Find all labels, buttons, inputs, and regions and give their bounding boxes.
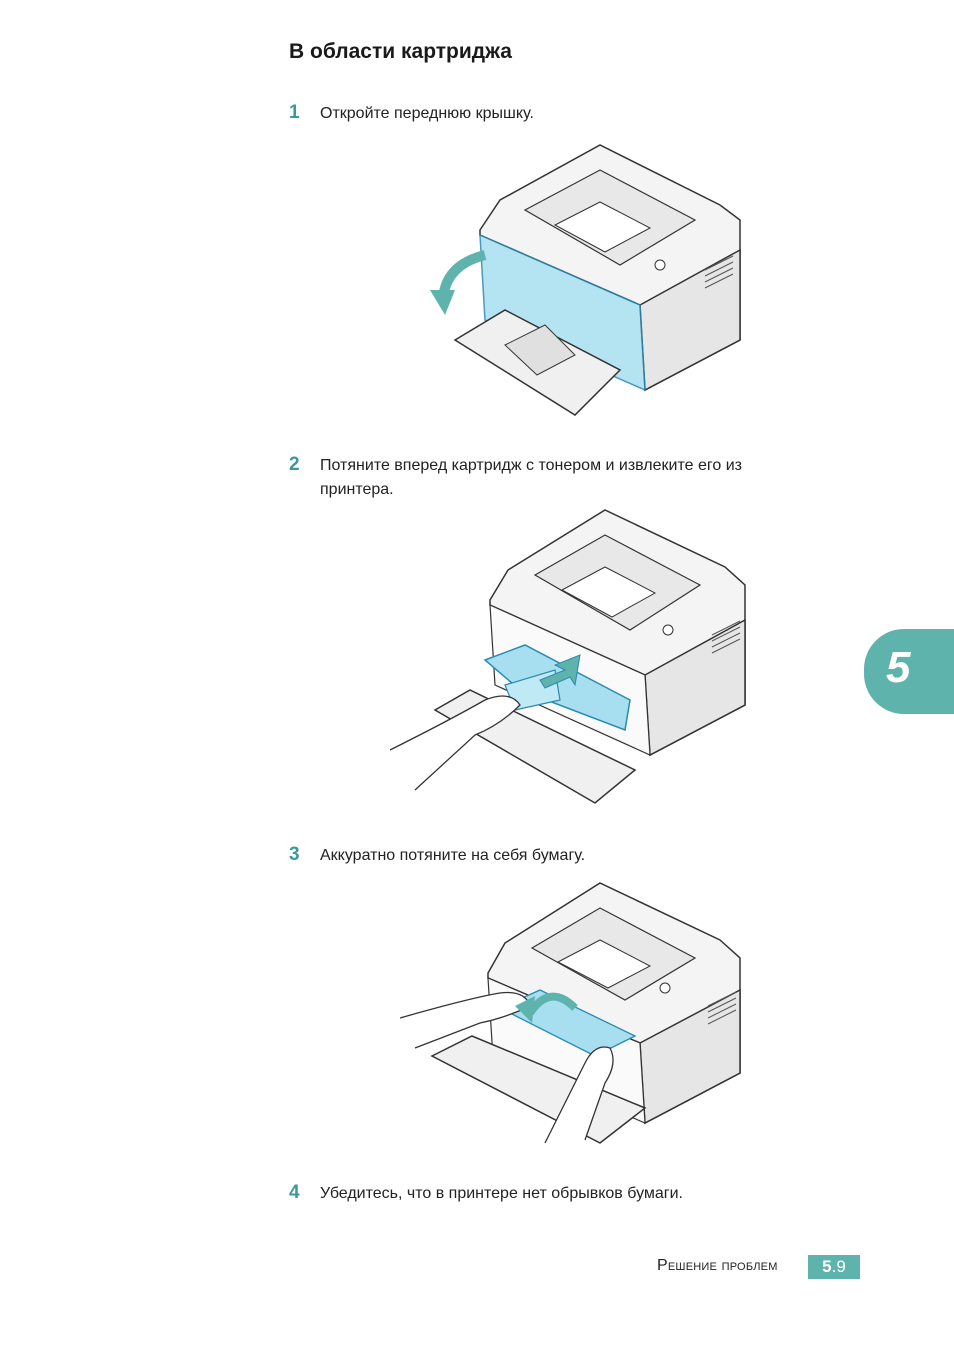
- step-text-1: Откройте переднюю крышку.: [320, 105, 534, 122]
- chapter-tab-number: 5: [886, 643, 911, 692]
- illustration-pull-paper: [400, 882, 741, 1144]
- step-text-2: Потяните вперед картридж с тонером и изв…: [320, 457, 742, 498]
- step-number-1: 1: [289, 102, 300, 123]
- footer-section-title: Решение проблем: [657, 1257, 778, 1274]
- step-number-2: 2: [289, 454, 300, 475]
- page-number-badge: 5.9: [808, 1255, 860, 1279]
- step-number-4: 4: [289, 1182, 300, 1203]
- illustration-remove-cartridge: [390, 509, 746, 804]
- page-title: В области картриджа: [289, 40, 512, 63]
- step-text-3: Аккуратно потяните на себя бумагу.: [320, 847, 586, 864]
- page-chapter: 5: [822, 1257, 832, 1276]
- illustration-open-front-cover: [430, 144, 741, 416]
- step-text-4: Убедитесь, что в принтере нет обрывков б…: [320, 1185, 683, 1202]
- chapter-tab: 5: [864, 629, 954, 714]
- page-number: 9: [836, 1257, 846, 1276]
- step-number-3: 3: [289, 844, 300, 865]
